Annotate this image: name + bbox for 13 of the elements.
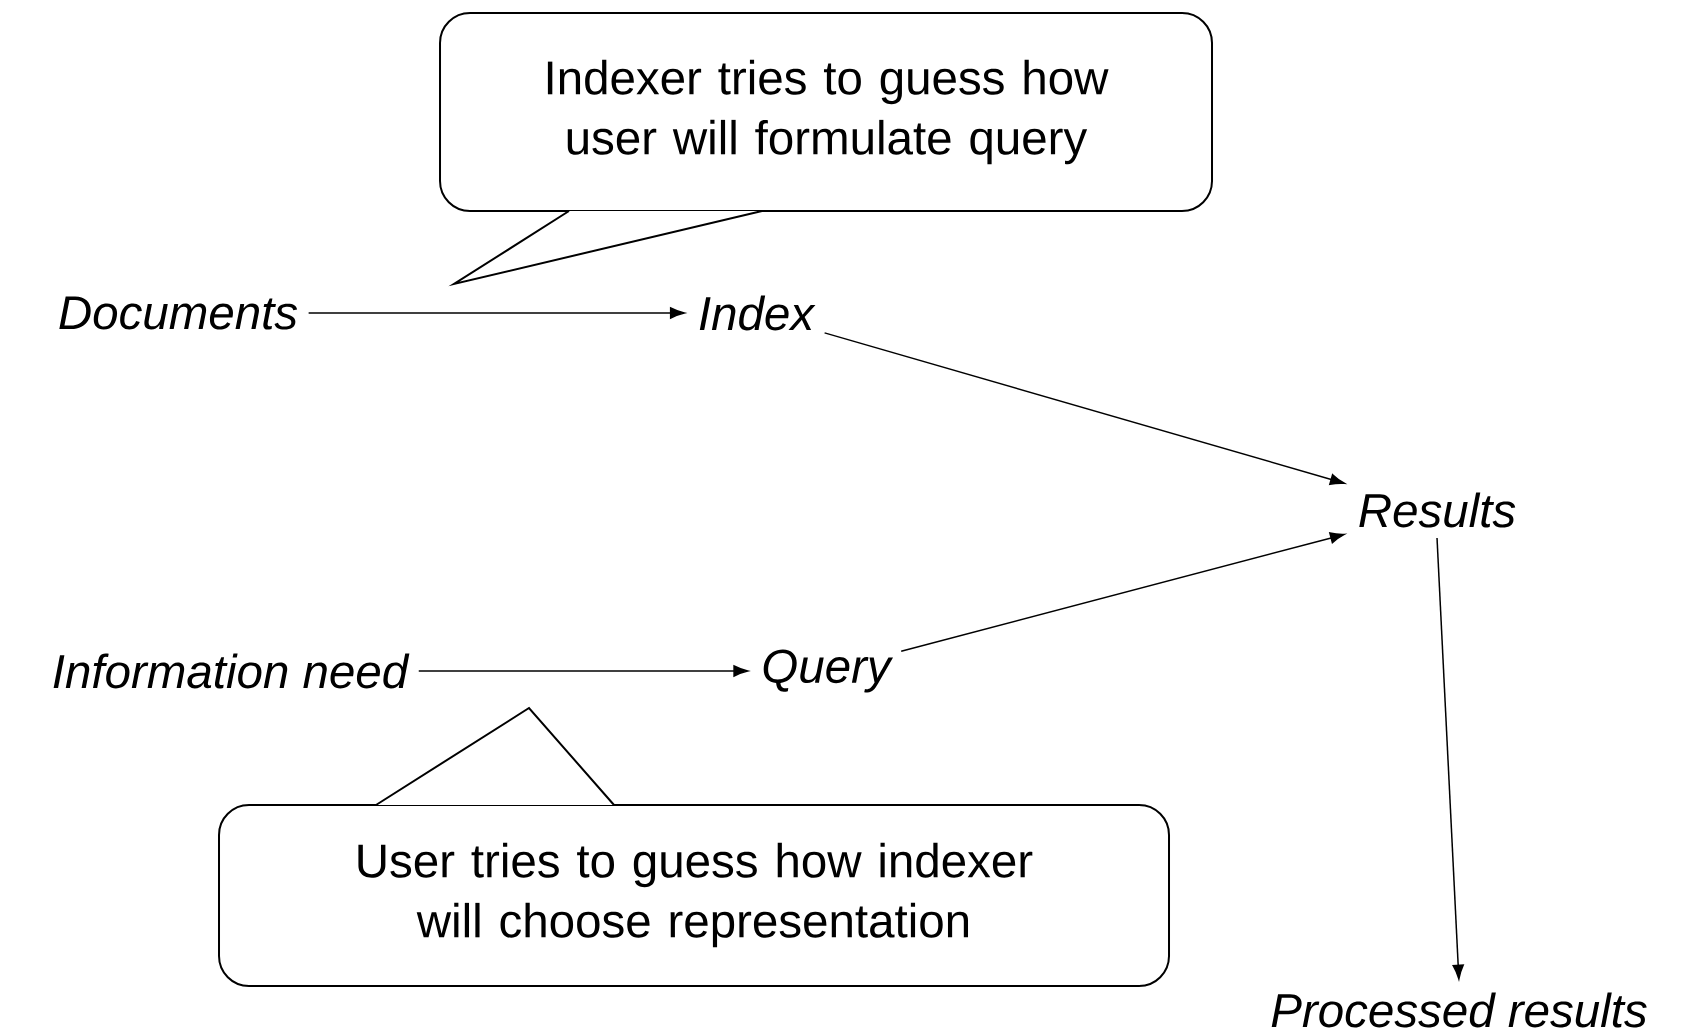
arrow	[418, 665, 749, 677]
term-label: Information need	[53, 653, 410, 689]
arrow	[900, 532, 1345, 652]
arrow	[1436, 537, 1464, 980]
arrow	[823, 332, 1345, 485]
arrow	[307, 307, 685, 319]
term-label: Processed results	[1271, 992, 1647, 1028]
term-label: Documents	[59, 296, 298, 330]
callout-bubble: Indexer tries to guess how user will formulate query	[439, 12, 1213, 287]
term-label: Results	[1359, 492, 1516, 528]
term-label: Index	[699, 295, 816, 331]
callout-bubble: User tries to guess how indexer will choose representation	[218, 706, 1170, 987]
term-label: Query	[763, 649, 894, 693]
